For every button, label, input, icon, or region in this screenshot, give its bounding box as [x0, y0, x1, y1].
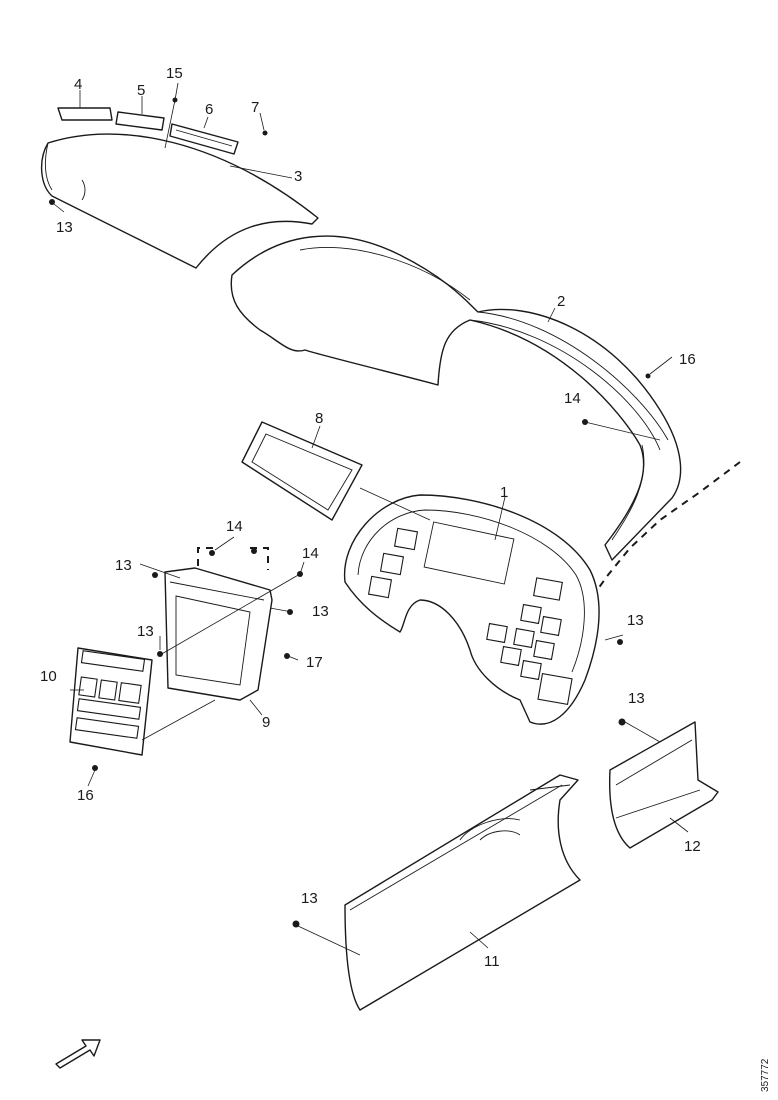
- part-9-console-frame: [164, 567, 273, 701]
- callout-13-d: 13: [137, 623, 154, 640]
- callout-13-g: 13: [301, 890, 318, 907]
- part-8-display-frame: [241, 421, 363, 521]
- part-1-instrument-cluster: [343, 494, 600, 725]
- callout-13-a: 13: [56, 219, 73, 236]
- part-3-upper-cover: [41, 133, 319, 269]
- leader-lines: [53, 82, 689, 956]
- part-6-trim: [169, 123, 239, 155]
- callout-13-e: 13: [627, 612, 644, 629]
- alignment-dashed-line: [589, 461, 741, 601]
- part-4-trim: [57, 107, 113, 121]
- callout-2: 2: [557, 293, 565, 310]
- callout-6: 6: [205, 101, 213, 118]
- callout-11: 11: [484, 953, 500, 970]
- callout-10: 10: [40, 668, 57, 685]
- callout-12: 12: [684, 838, 701, 855]
- part-2-upper-panel: [230, 235, 682, 561]
- callout-14-a: 14: [564, 390, 581, 407]
- callout-8: 8: [315, 410, 323, 427]
- callout-labels: 1 2 3 4 5 6 7 8 9 10 11 12 13 13 13 13 1…: [40, 65, 701, 970]
- figure-id: 357772: [760, 1058, 771, 1092]
- callout-13-c: 13: [312, 603, 329, 620]
- callout-16-b: 16: [77, 787, 94, 804]
- callout-16-a: 16: [679, 351, 696, 368]
- front-direction-arrow-icon: [55, 1039, 101, 1069]
- callout-14-b: 14: [226, 518, 243, 535]
- callout-15: 15: [166, 65, 183, 82]
- part-12-side-panel: [608, 721, 719, 849]
- part-5-trim: [115, 111, 165, 131]
- callout-17: 17: [306, 654, 323, 671]
- callout-1: 1: [500, 484, 508, 501]
- callout-13-b: 13: [115, 557, 132, 574]
- part-10-switch-panel: [69, 647, 153, 756]
- part-11-lower-panel: [344, 774, 581, 1011]
- callout-7: 7: [251, 99, 259, 116]
- callout-4: 4: [74, 76, 82, 93]
- callout-14-c: 14: [302, 545, 319, 562]
- callout-3: 3: [294, 168, 302, 185]
- callout-9: 9: [262, 714, 270, 731]
- callout-13-f: 13: [628, 690, 645, 707]
- callout-5: 5: [137, 82, 145, 99]
